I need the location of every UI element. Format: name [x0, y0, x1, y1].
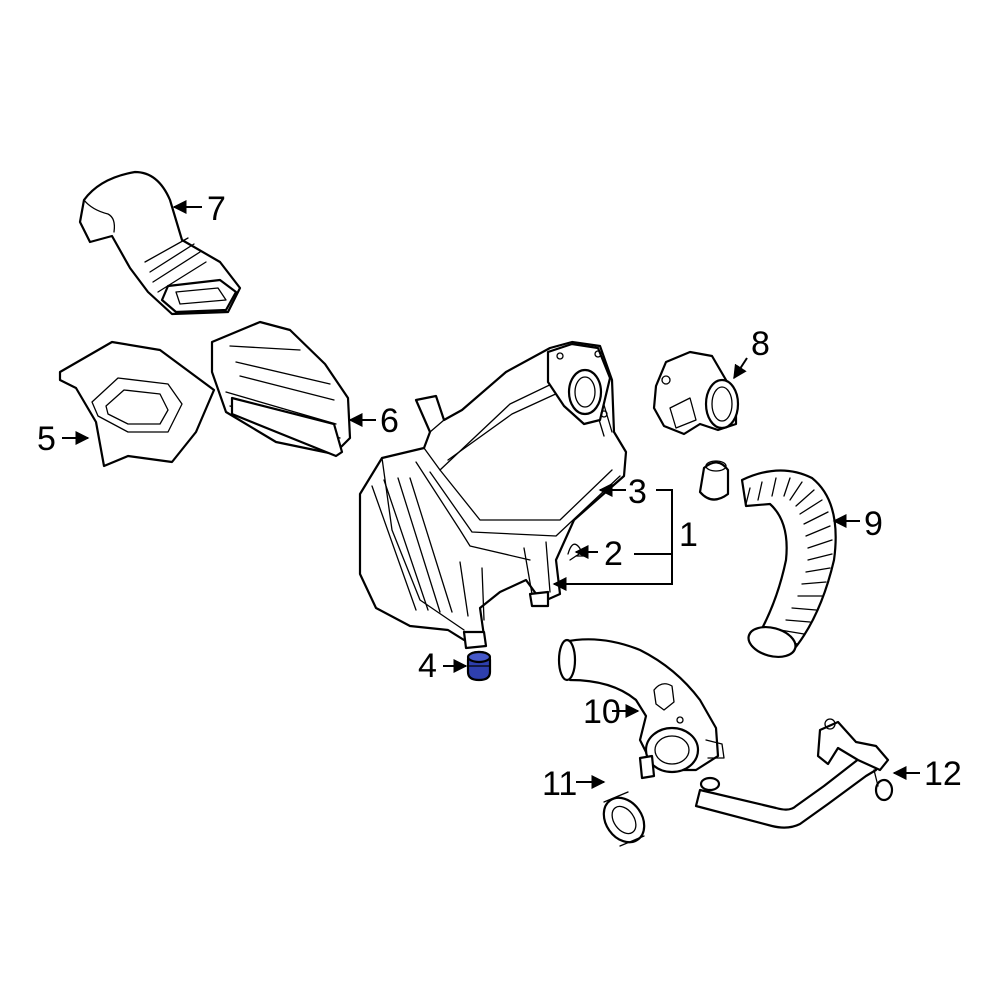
callout-2: 2: [604, 535, 623, 573]
part-1-air-cleaner-assembly[interactable]: [358, 340, 628, 650]
part-8-mass-air-flow-sensor[interactable]: [652, 350, 740, 436]
part-11-seal-ring[interactable]: [595, 790, 652, 850]
callout-labels: 1 2 3 4 5 6 7 8 9 10 11 12: [37, 190, 962, 803]
callout-4: 4: [418, 647, 437, 685]
part-5-duct-cover[interactable]: [58, 340, 216, 468]
part-7-intake-duct[interactable]: [78, 170, 242, 316]
callout-11: 11: [542, 765, 577, 803]
callout-9: 9: [864, 505, 883, 543]
callout-6: 6: [380, 402, 399, 440]
callout-10: 10: [583, 693, 621, 731]
part-10-intake-tube[interactable]: [557, 638, 725, 780]
part-4-grommet[interactable]: [466, 650, 492, 682]
part-6-inlet-duct[interactable]: [210, 320, 352, 458]
callout-1: 1: [679, 516, 698, 554]
leader-lines: [62, 200, 920, 789]
callout-12: 12: [924, 755, 962, 793]
callout-5: 5: [37, 420, 56, 458]
callout-7: 7: [207, 190, 226, 228]
part-9-corrugated-hose[interactable]: [698, 460, 837, 662]
part-12-breather-hose[interactable]: [694, 718, 894, 829]
callout-3: 3: [628, 473, 647, 511]
callout-8: 8: [751, 325, 770, 363]
